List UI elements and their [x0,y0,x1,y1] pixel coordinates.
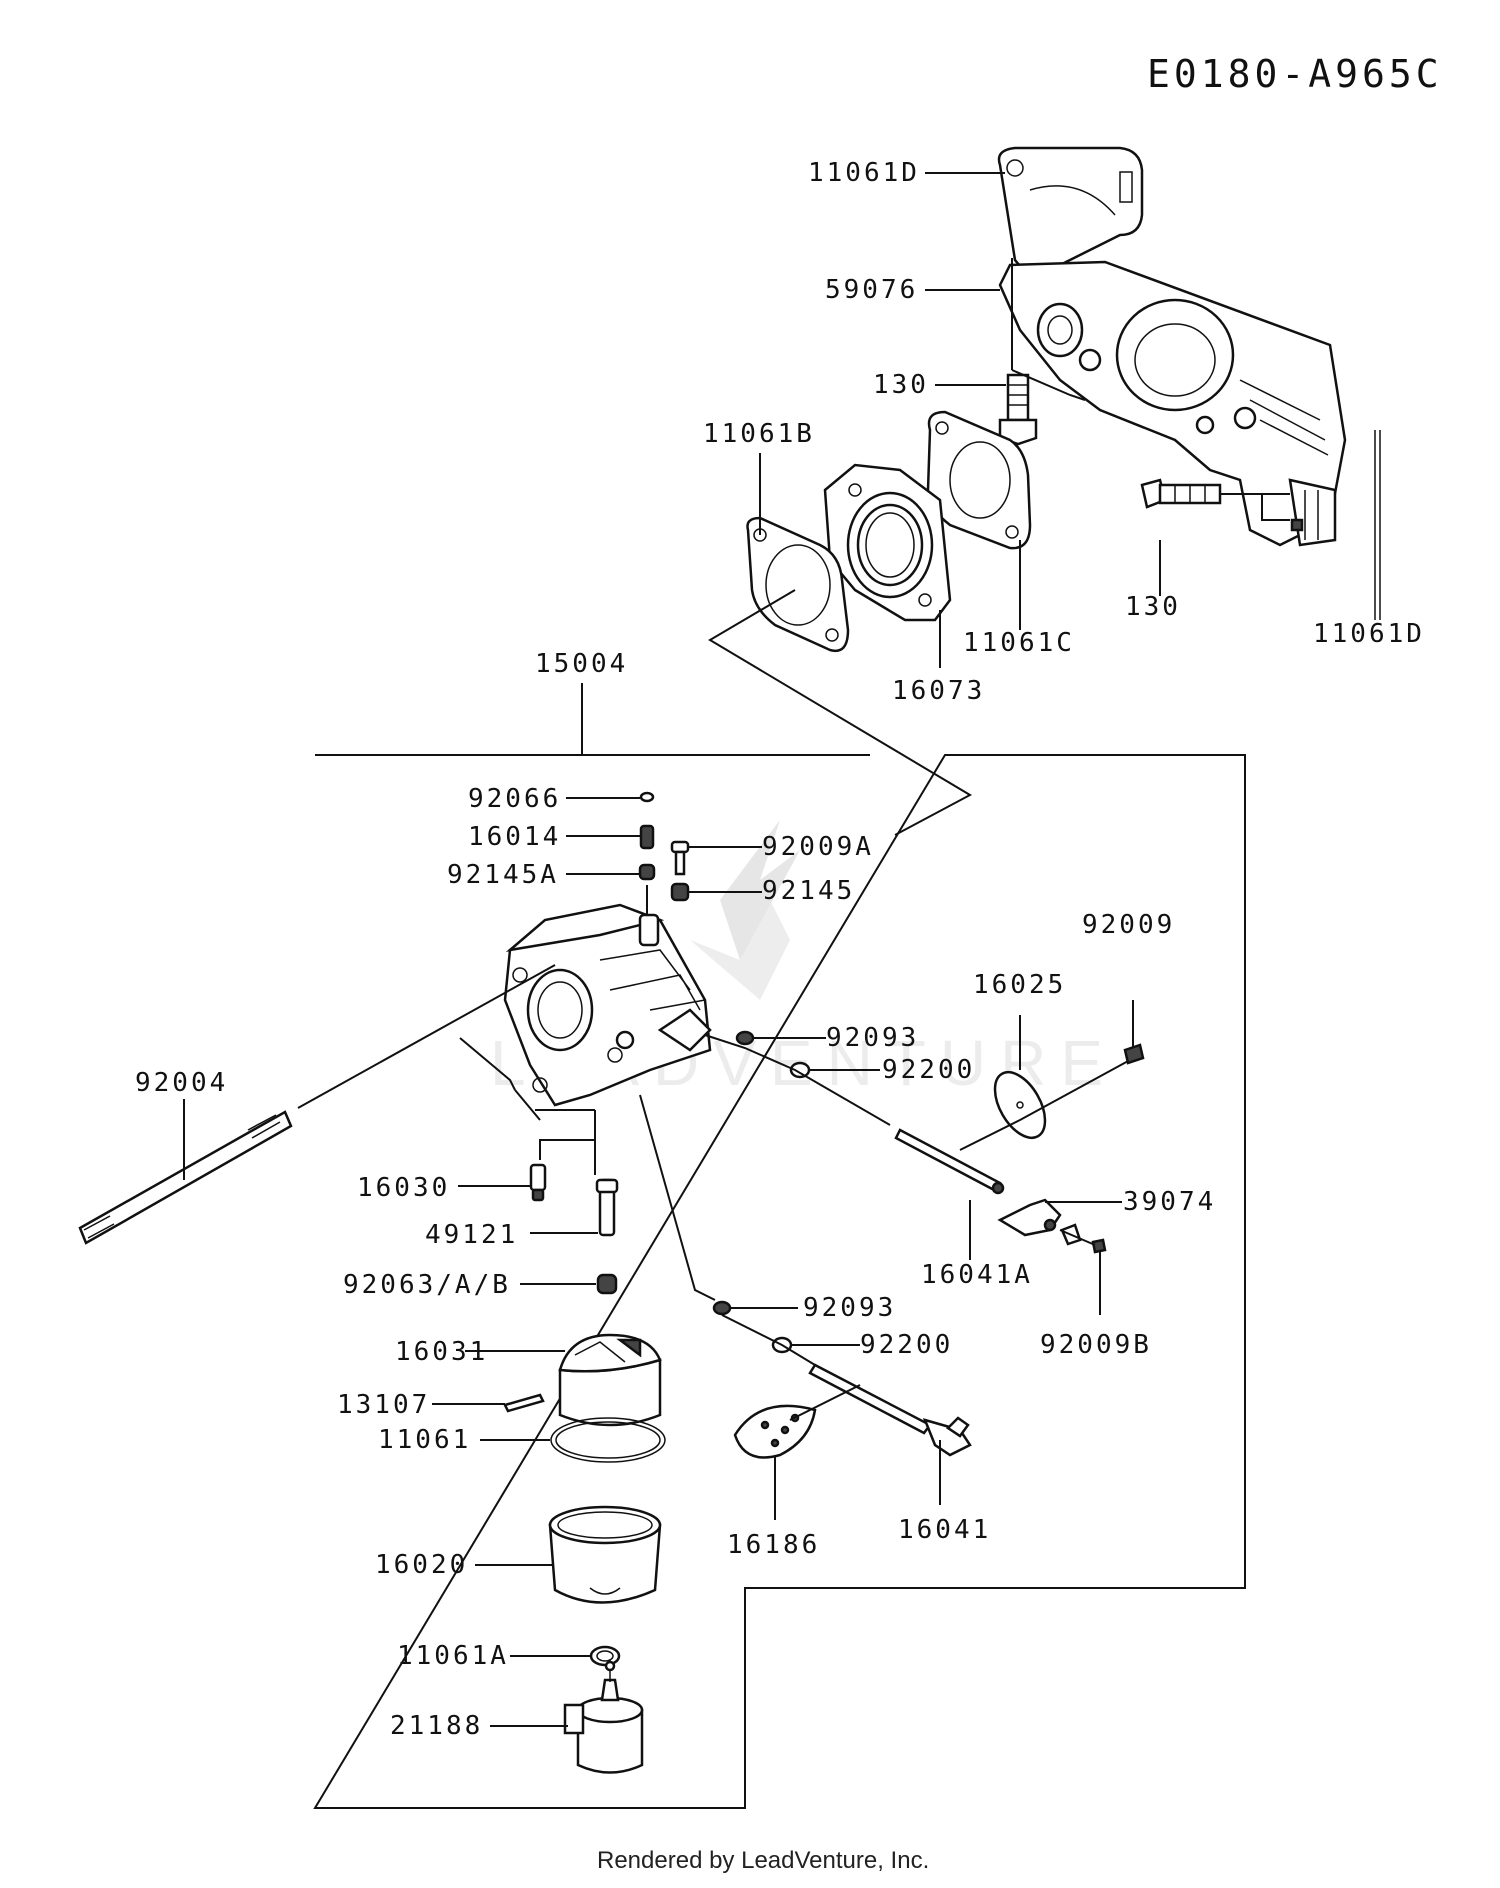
label-92200-b: 92200 [860,1330,953,1360]
label-59076: 59076 [825,275,918,305]
label-16025: 16025 [973,970,1066,1000]
label-16020: 16020 [375,1550,468,1580]
screw-92009B [1091,1238,1107,1254]
label-11061C: 11061C [963,628,1075,658]
pilot-jet-16030 [529,1163,547,1202]
label-11061A: 11061A [397,1641,509,1671]
throttle-shaft-16041A [894,1128,1005,1195]
diagram-code: E0180-A965C [1147,52,1443,96]
gasket-11061 [550,1417,666,1463]
label-11061D-right: 11061D [1313,619,1425,649]
stud-92004 [78,1110,293,1245]
gasket-11061A [589,1645,621,1667]
emulsion-tube-49121 [595,1178,619,1237]
lever-39074 [997,1198,1082,1246]
choke-valve-16186 [733,1404,817,1459]
label-16073: 16073 [892,676,985,706]
gasket-11061B [746,516,850,653]
throttle-valve-16025 [993,1071,1047,1139]
label-92145A: 92145A [447,860,559,890]
label-92009B: 92009B [1040,1330,1152,1360]
choke-shaft-16041 [808,1363,972,1457]
label-92093-b: 92093 [803,1293,896,1323]
label-16030: 16030 [357,1173,450,1203]
label-49121: 49121 [425,1220,518,1250]
washer-92093-a [735,1030,755,1046]
label-16186: 16186 [727,1530,820,1560]
bolt-130-right [1140,478,1222,509]
solenoid-21188 [563,1660,644,1774]
insulator-16073 [823,463,952,622]
label-92200-a: 92200 [882,1055,975,1085]
jet-92063 [596,1273,618,1295]
label-92145: 92145 [762,876,855,906]
label-13107: 13107 [337,1390,430,1420]
float-bowl-16020 [548,1505,662,1604]
label-16014: 16014 [468,822,561,852]
label-11061D-top: 11061D [808,158,920,188]
label-16041: 16041 [898,1515,991,1545]
label-130-right: 130 [1125,592,1181,622]
carburetor-body [503,903,712,1107]
bolt-130-left [998,373,1038,446]
screw-92009 [1123,1043,1145,1065]
label-11061B: 11061B [703,419,815,449]
label-92063AB: 92063/A/B [343,1270,511,1300]
small-parts-stack [638,791,690,902]
footer-credit: Rendered by LeadVenture, Inc. [597,1847,929,1874]
gasket-11061D-top [997,146,1144,275]
label-130-left: 130 [873,370,929,400]
label-16041A: 16041A [921,1260,1033,1290]
label-92004: 92004 [135,1068,228,1098]
float-16031 [558,1333,662,1427]
label-16031: 16031 [395,1337,488,1367]
float-pin-13107 [503,1393,545,1413]
label-92066: 92066 [468,784,561,814]
label-92009A: 92009A [762,832,874,862]
label-39074: 39074 [1123,1187,1216,1217]
label-15004: 15004 [535,649,628,679]
label-21188: 21188 [390,1711,483,1741]
label-11061: 11061 [378,1425,471,1455]
label-92093-a: 92093 [826,1023,919,1053]
intake-manifold-59076 [998,260,1347,547]
washer-92093-b [712,1300,732,1316]
label-92009: 92009 [1082,910,1175,940]
watermark-logo [690,820,800,1000]
